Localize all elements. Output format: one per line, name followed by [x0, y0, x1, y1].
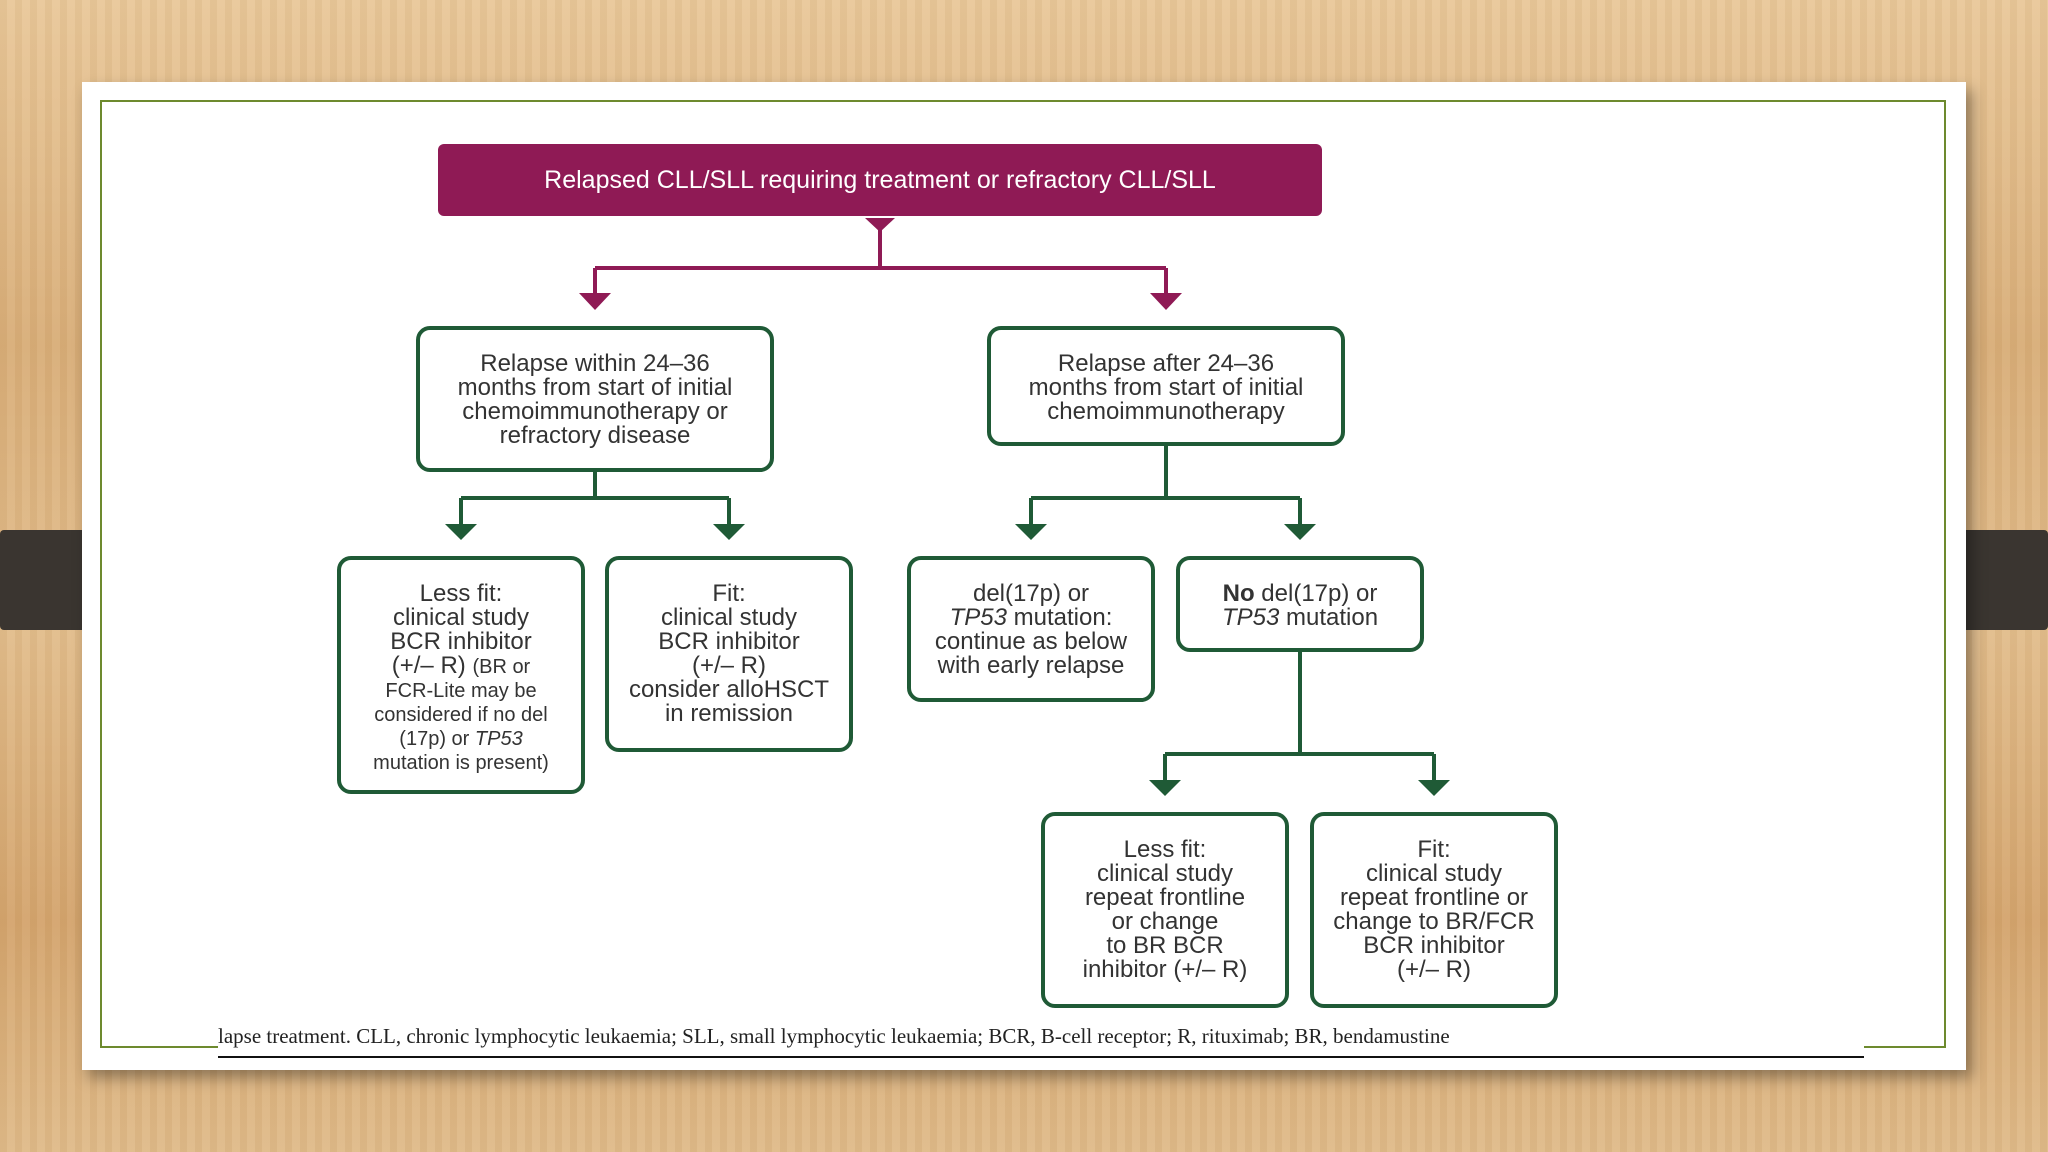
- early-less-fit-note-line: FCR-Lite may be: [385, 680, 537, 702]
- no-del17p-line: No del(17p) or: [1188, 582, 1412, 606]
- early-less-fit-box: Less fit: clinical study BCR inhibitor (…: [337, 556, 585, 794]
- arrow-top-notch: [865, 218, 895, 232]
- late-fit-line: Fit:: [1417, 836, 1451, 863]
- arrow-early-less-fit: [445, 524, 477, 540]
- arrow-late-less-fit: [1149, 780, 1181, 796]
- del17p-mutation: mutation:: [1013, 604, 1113, 631]
- late-less-fit-line: repeat frontline: [1084, 884, 1246, 911]
- arrow-to-early: [579, 293, 611, 310]
- early-less-fit-17p: (17p) or: [399, 728, 470, 750]
- late-fit-line: (+/– R): [1396, 956, 1471, 983]
- late-fit-box: Fit: clinical study repeat frontline or …: [1310, 812, 1558, 1008]
- early-fit-box: Fit: clinical study BCR inhibitor (+/– R…: [605, 556, 853, 752]
- del17p-line: del(17p) or: [972, 580, 1090, 607]
- del17p-line: continue as below: [934, 628, 1128, 655]
- early-less-fit-line: Less fit:: [419, 580, 503, 607]
- late-fit-line: change to BR/FCR: [1333, 908, 1535, 935]
- relapse-late-box: Relapse after 24–36 months from start of…: [987, 326, 1345, 446]
- late-fit-line: repeat frontline or: [1339, 884, 1529, 911]
- del17p-line: TP53 mutation:: [919, 606, 1143, 630]
- early-less-fit-tp53: TP53: [474, 728, 523, 750]
- late-fit-line: clinical study: [1365, 860, 1503, 887]
- early-fit-line: Fit:: [712, 580, 746, 607]
- arrow-del17p: [1015, 524, 1047, 540]
- relapse-early-box: Relapse within 24–36 months from start o…: [416, 326, 774, 472]
- early-less-fit-note-line: (17p) or TP53: [349, 727, 573, 751]
- relapsed-cll-label: Relapsed CLL/SLL requiring treatment or …: [544, 165, 1216, 194]
- early-less-fit-line: (+/– R) (BR or: [349, 654, 573, 679]
- late-less-fit-line: clinical study: [1096, 860, 1234, 887]
- arrow-no-del17p: [1284, 524, 1316, 540]
- early-fit-line: in remission: [664, 700, 794, 727]
- no-del17p-mutation: mutation: [1285, 604, 1379, 631]
- relapse-late-line: chemoimmunotherapy: [1047, 398, 1285, 425]
- relapse-early-line: months from start of initial: [457, 374, 733, 401]
- early-less-fit-note-line: mutation is present): [373, 752, 549, 774]
- figure-caption: lapse treatment. CLL, chronic lymphocyti…: [218, 1024, 1864, 1058]
- early-fit-line: consider alloHSCT: [628, 676, 830, 703]
- early-less-fit-note: (BR or: [472, 656, 531, 678]
- relapse-early-line: refractory disease: [499, 422, 691, 449]
- arrow-early-fit: [713, 524, 745, 540]
- early-less-fit-note-line: considered if no del: [374, 704, 548, 726]
- no-del17p-line: TP53 mutation: [1188, 606, 1412, 630]
- late-less-fit-box: Less fit: clinical study repeat frontlin…: [1041, 812, 1289, 1008]
- del17p-line: with early relapse: [937, 652, 1125, 679]
- flowchart: Relapsed CLL/SLL requiring treatment or …: [218, 108, 1864, 1058]
- relapse-late-line: Relapse after 24–36: [1057, 350, 1275, 377]
- early-less-fit-line: BCR inhibitor: [390, 628, 532, 655]
- arrow-late-fit: [1418, 780, 1450, 796]
- arrow-to-late: [1150, 293, 1182, 310]
- relapsed-cll-box: Relapsed CLL/SLL requiring treatment or …: [438, 144, 1322, 216]
- early-fit-line: BCR inhibitor: [658, 628, 800, 655]
- late-less-fit-line: inhibitor (+/– R): [1082, 956, 1248, 983]
- no-del17p-box: No del(17p) or TP53 mutation: [1176, 556, 1424, 652]
- del17p-tp53: TP53: [949, 604, 1007, 631]
- relapse-early-line: Relapse within 24–36: [480, 350, 710, 377]
- early-less-fit-line: clinical study: [392, 604, 530, 631]
- late-fit-line: BCR inhibitor: [1363, 932, 1505, 959]
- del17p-box: del(17p) or TP53 mutation: continue as b…: [907, 556, 1155, 702]
- late-less-fit-line: to BR BCR: [1106, 932, 1224, 959]
- relapse-late-line: months from start of initial: [1028, 374, 1304, 401]
- late-less-fit-line: Less fit:: [1123, 836, 1207, 863]
- connector-layer: [445, 218, 1450, 796]
- early-less-fit-rituximab: (+/– R): [391, 652, 466, 679]
- early-fit-line: (+/– R): [691, 652, 766, 679]
- early-fit-line: clinical study: [660, 604, 798, 631]
- late-less-fit-line: or change: [1111, 908, 1219, 935]
- no-del17p-bold: No: [1222, 580, 1255, 607]
- no-del17p-tp53: TP53: [1221, 604, 1280, 631]
- no-del17p-text: del(17p) or: [1261, 580, 1378, 607]
- relapse-early-line: chemoimmunotherapy or: [462, 398, 728, 425]
